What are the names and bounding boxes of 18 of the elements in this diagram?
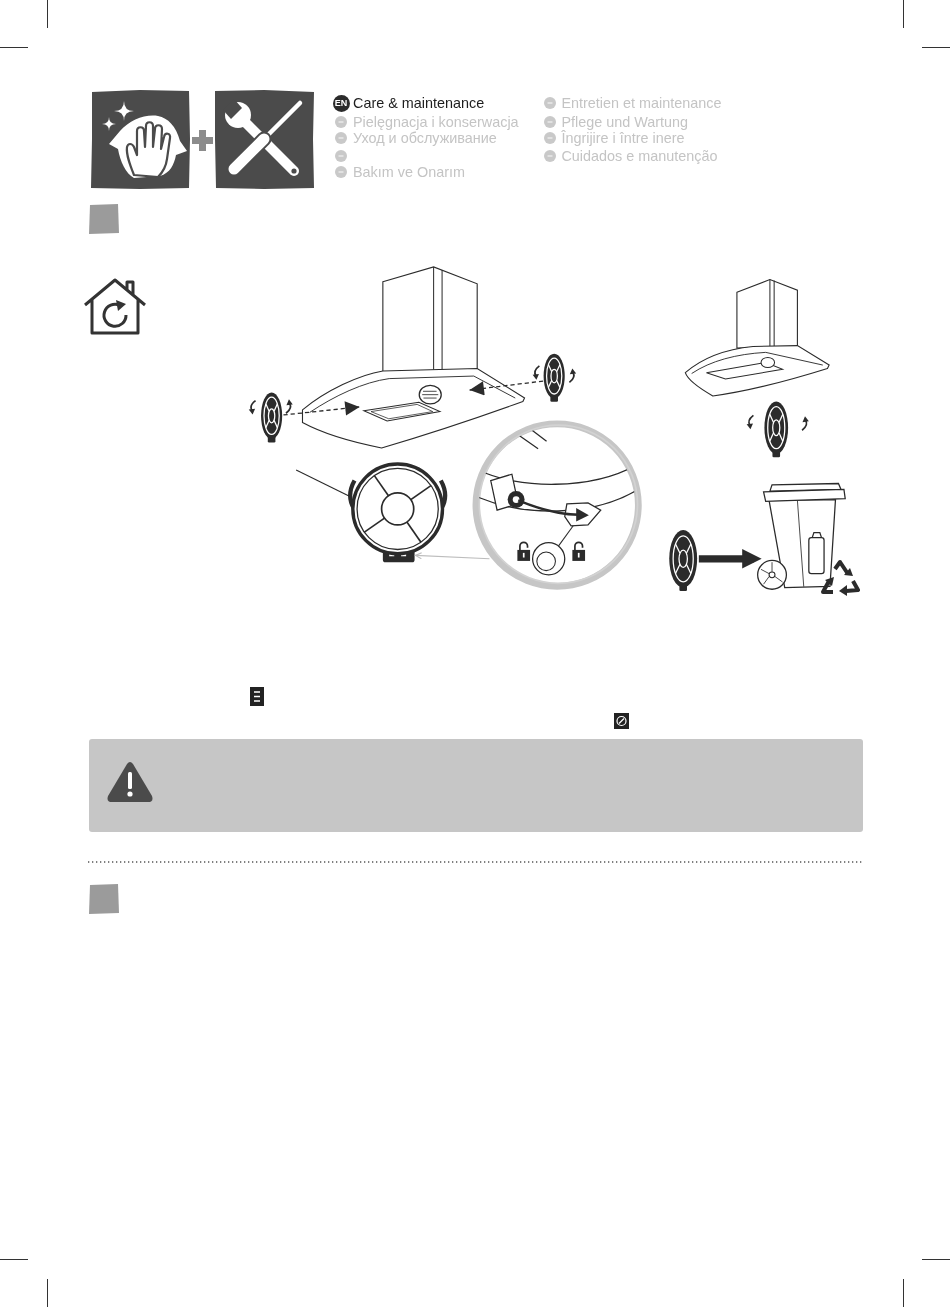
filter-drawing (543, 353, 565, 402)
language-heading: Entretien et maintenance (561, 94, 722, 113)
range-hood-drawing (301, 266, 526, 449)
filter-drawing (261, 392, 283, 443)
language-heading: Bakım ve Onarım (353, 163, 465, 182)
leader-line (295, 469, 350, 497)
language-badge: EN (332, 94, 350, 112)
arrow (414, 552, 490, 560)
dashed-arrow (282, 401, 361, 416)
language-heading: Care & maintenance (353, 94, 485, 113)
thick-arrow (698, 549, 762, 569)
filter-drawing (669, 530, 698, 591)
dashed-arrow (468, 380, 544, 396)
wheelie-bin-drawing (757, 482, 846, 590)
filter-drawing (347, 462, 448, 563)
language-heading: Cuidados e manutenção (561, 147, 718, 165)
language-heading: Pflege und Wartung (561, 112, 689, 131)
language-heading: Уход и обслуживание (353, 130, 497, 148)
